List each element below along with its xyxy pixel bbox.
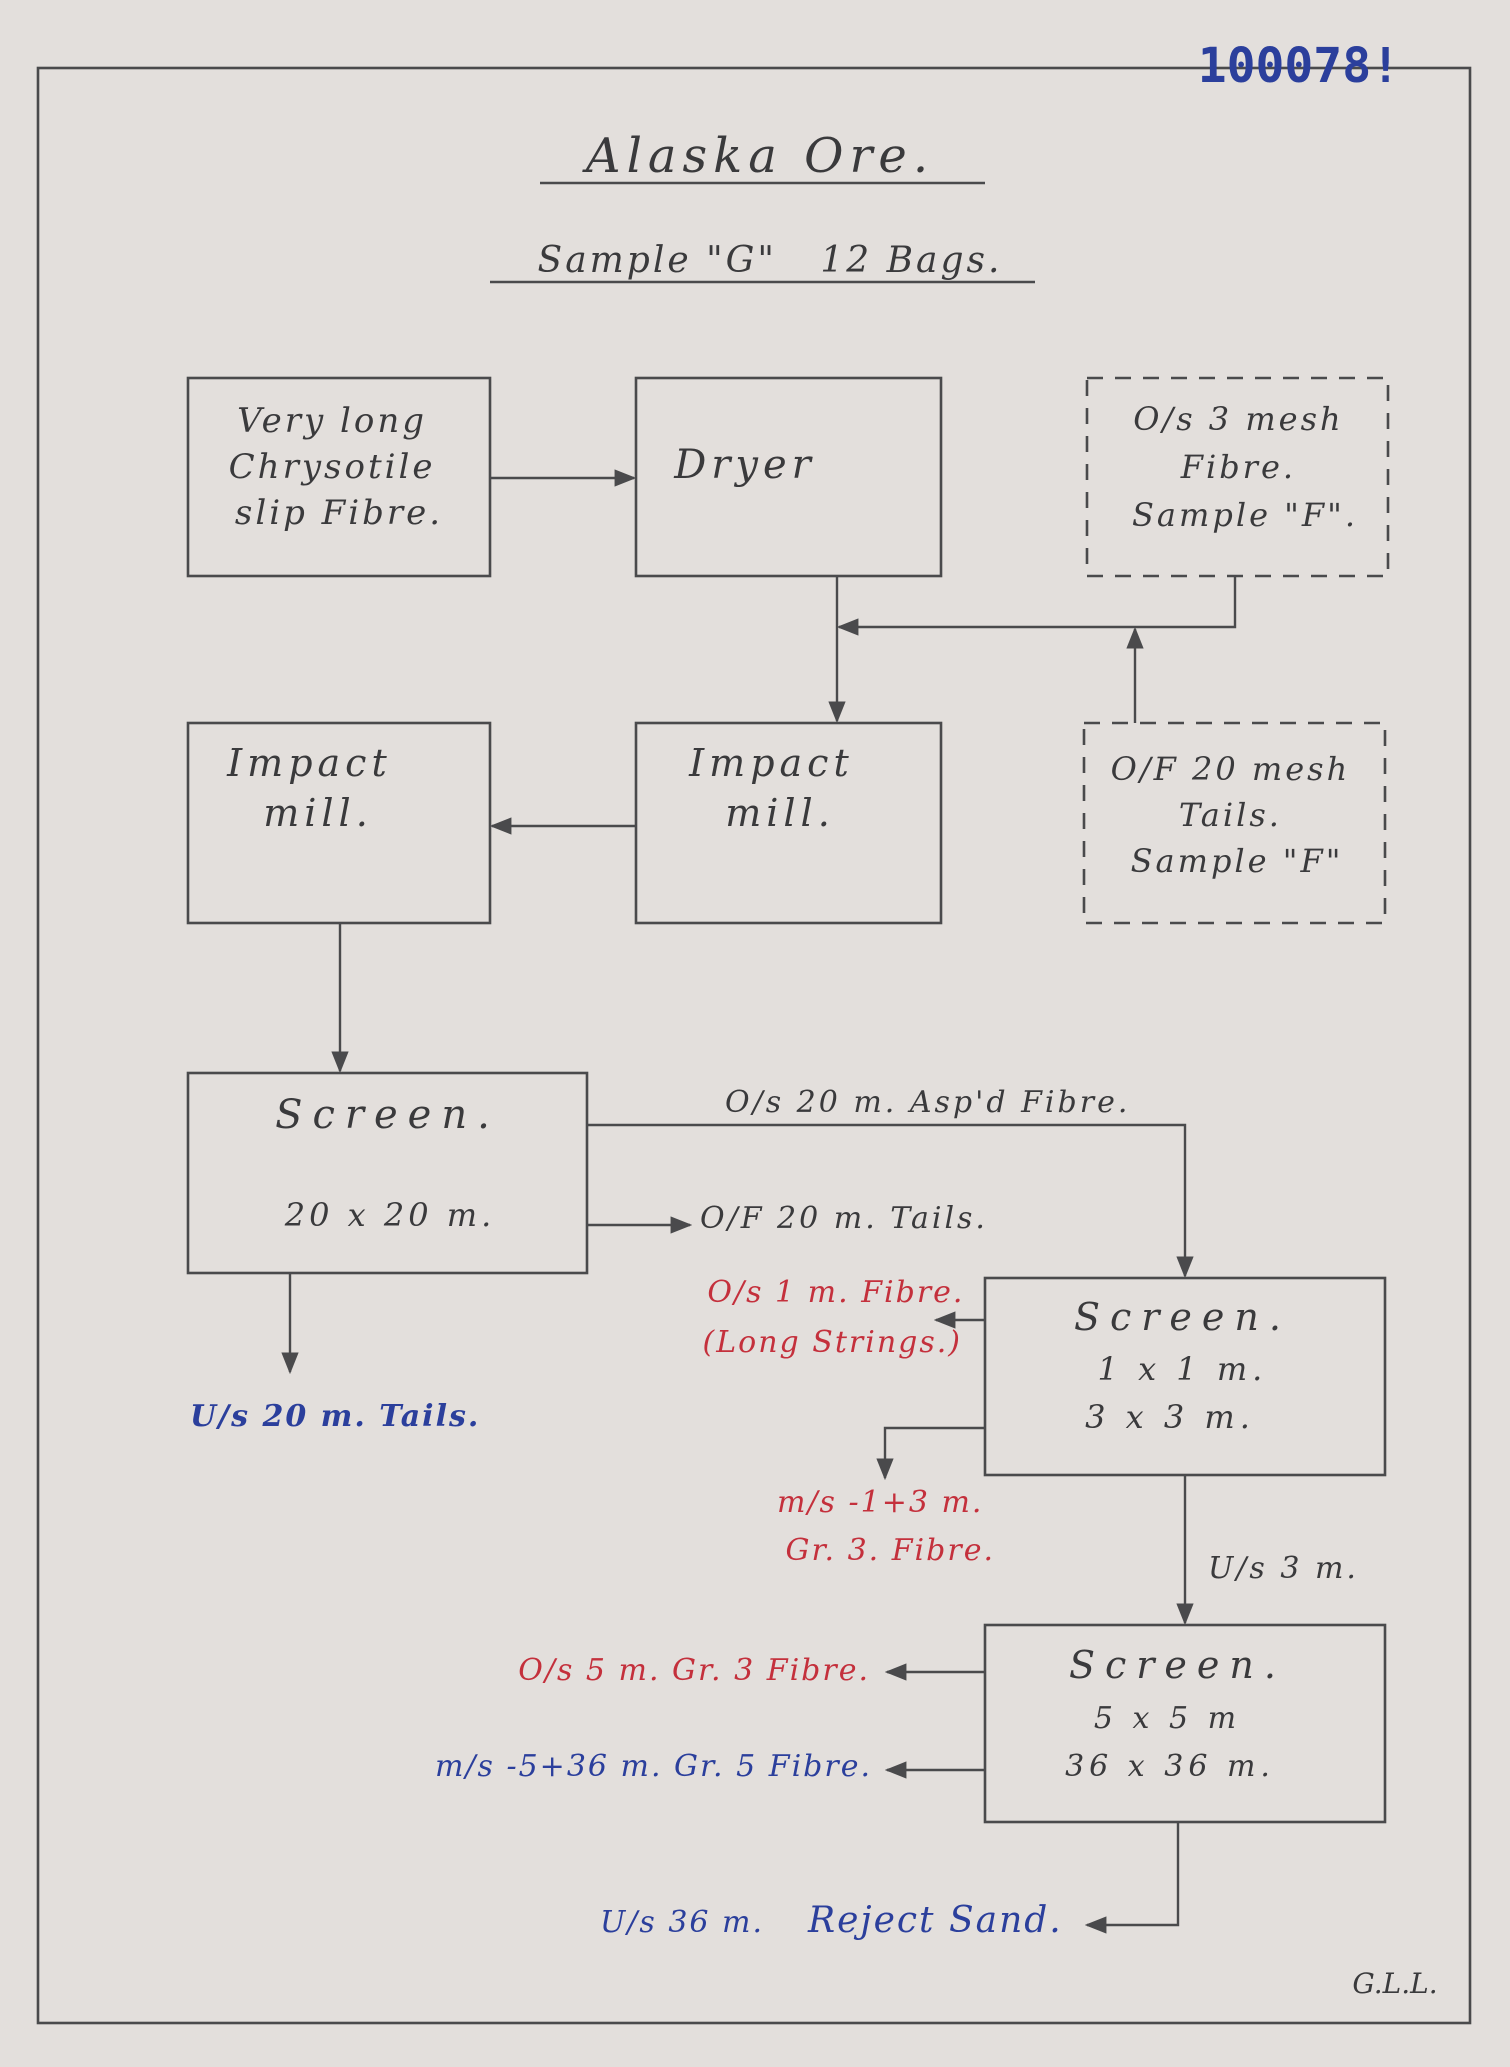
screen-1-box bbox=[186, 1071, 589, 1275]
label-us-3m: U/s 3 m. bbox=[1208, 1551, 1359, 1586]
label-us-tails: U/s 20 m. Tails. bbox=[190, 1399, 480, 1434]
arrow-screen-3-reject bbox=[1084, 1822, 1180, 1934]
impact-mill-right-box bbox=[634, 721, 943, 925]
page-subtitle: Sample "G" 12 Bags. bbox=[538, 240, 1003, 281]
sample-f-tails-text: O/F 20 mesh Tails. Sample "F" bbox=[1111, 750, 1364, 880]
signature: G.L.L. bbox=[1352, 1967, 1437, 2000]
impact-mill-left-text: Impact mill. bbox=[226, 741, 409, 835]
dryer-label: Dryer bbox=[673, 442, 816, 488]
page-title: Alaska Ore. bbox=[582, 128, 934, 184]
page-border bbox=[36, 66, 1472, 2025]
arrow-sample-f-return bbox=[836, 576, 1237, 636]
screen-3-text: Screen. 5 x 5 m 36 x 36 m. bbox=[1065, 1643, 1291, 1784]
sample-f-fibre-box bbox=[1085, 376, 1390, 578]
feed-box-text: Very long Chrysotile slip Fibre. bbox=[229, 401, 450, 533]
sample-f-tails-box bbox=[1082, 721, 1387, 925]
sample-f-fibre-text: O/s 3 mesh Fibre. Sample "F". bbox=[1132, 400, 1358, 534]
screen-1-text: Screen. 20 x 20 m. bbox=[275, 1092, 505, 1234]
label-ms-5-36: m/s -5+36 m. Gr. 5 Fibre. bbox=[435, 1749, 872, 1784]
document-number: 100078! bbox=[1198, 38, 1400, 94]
impact-mill-right-text: Impact mill. bbox=[688, 741, 871, 835]
arrow-screen-2-middlings bbox=[876, 1426, 985, 1481]
label-long-strings: O/s 1 m. Fibre. (Long Strings.) bbox=[703, 1275, 976, 1360]
screen-2-text: Screen. 1 x 1 m. 3 x 3 m. bbox=[1074, 1295, 1296, 1436]
label-asp-fibre: O/s 20 m. Asp'd Fibre. bbox=[725, 1085, 1130, 1120]
arrow-screen-1-oversize bbox=[587, 1123, 1194, 1279]
label-os-5m: O/s 5 m. Gr. 3 Fibre. bbox=[518, 1653, 870, 1688]
label-reject-sand: U/s 36 m. Reject Sand. bbox=[600, 1900, 1063, 1941]
label-of-tails: O/F 20 m. Tails. bbox=[700, 1201, 988, 1236]
label-gr3-fibre: m/s -1+3 m. Gr. 3. Fibre. bbox=[777, 1485, 995, 1568]
